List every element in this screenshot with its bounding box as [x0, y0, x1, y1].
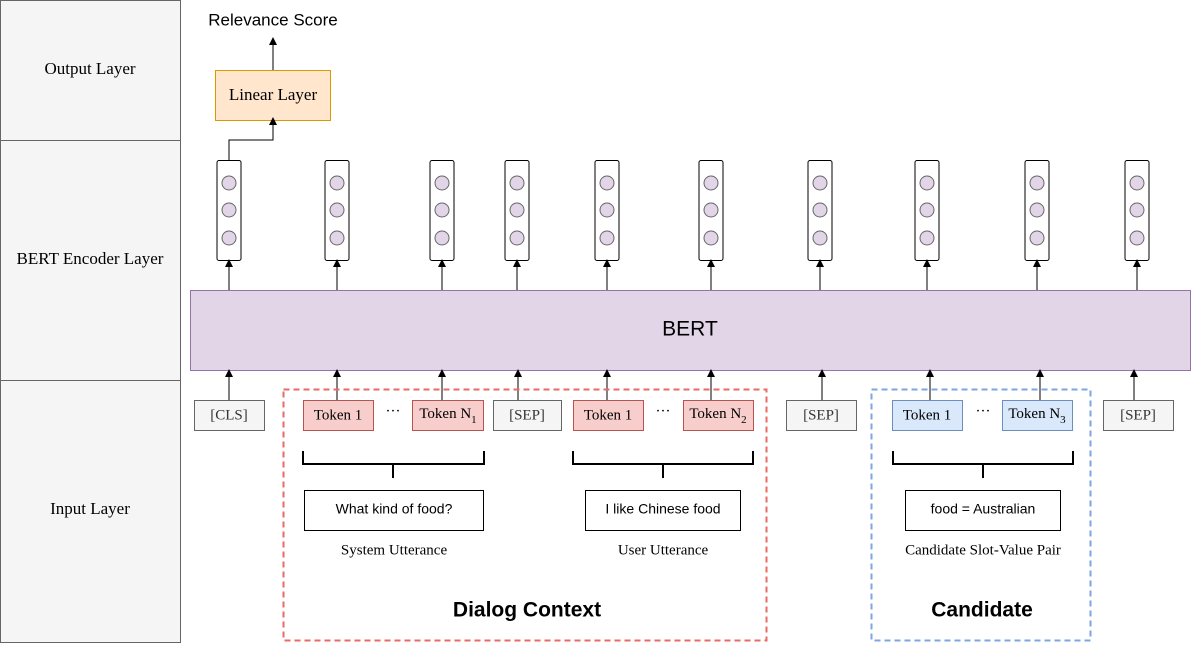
sep-token-1 — [493, 400, 562, 431]
vector-unit — [1029, 202, 1045, 218]
linear-layer-label: Linear Layer — [229, 85, 318, 104]
user-token-1 — [573, 400, 644, 431]
output-layer-label: Output Layer — [44, 59, 135, 78]
vector-unit — [1029, 175, 1045, 191]
embedding-vector — [594, 160, 620, 261]
vector-unit — [221, 175, 237, 191]
encoder-layer-label: BERT Encoder Layer — [17, 249, 164, 268]
vector-unit — [509, 202, 525, 218]
user-ellipsis: ··· — [656, 403, 671, 419]
input-arrows — [225, 369, 1138, 400]
sep-token-1-label: [SEP] — [509, 407, 545, 423]
vector-unit — [919, 175, 935, 191]
vector-unit — [1129, 202, 1145, 218]
candidate-token-1-label: Token 1 — [903, 407, 952, 423]
candidate-label: Candidate — [931, 599, 1033, 622]
vector-unit — [329, 230, 345, 246]
cls-to-linear-arrow — [228, 117, 277, 160]
vector-unit — [329, 175, 345, 191]
embedding-vectors — [216, 160, 1150, 290]
vector-unit — [509, 230, 525, 246]
vector-unit — [919, 202, 935, 218]
sep-token-2 — [786, 400, 857, 431]
cls-token-label: [CLS] — [210, 407, 248, 423]
bert-block — [190, 290, 1191, 371]
vector-unit — [599, 175, 615, 191]
vector-unit — [703, 230, 719, 246]
system-utterance-text: What kind of food? — [336, 501, 453, 517]
vector-unit — [1029, 230, 1045, 246]
candidate-group — [870, 388, 1092, 642]
candidate-pair-label: Candidate Slot-Value Pair — [905, 542, 1061, 558]
candidate-ellipsis: ··· — [976, 403, 991, 419]
embedding-vector — [914, 160, 940, 261]
system-token-n — [412, 400, 484, 431]
user-brace — [572, 451, 754, 478]
vector-unit — [509, 175, 525, 191]
vector-unit — [703, 175, 719, 191]
system-token-1 — [303, 400, 374, 431]
user-utterance-text: I like Chinese food — [605, 501, 720, 517]
candidate-pair-text: food = Australian — [931, 501, 1036, 517]
cls-token — [194, 400, 265, 431]
vector-unit — [812, 202, 828, 218]
user-utterance-label: User Utterance — [618, 542, 709, 558]
linear-layer-box — [215, 70, 331, 121]
vector-unit — [599, 202, 615, 218]
vector-unit — [599, 230, 615, 246]
candidate-token-n-label: Token N3 — [1008, 406, 1066, 425]
sep-token-3 — [1103, 400, 1174, 431]
dialog-context-label: Dialog Context — [453, 599, 601, 622]
embedding-vector — [698, 160, 724, 261]
input-layer-box — [0, 380, 181, 643]
vector-unit — [329, 202, 345, 218]
vector-unit — [812, 230, 828, 246]
user-utterance-box — [585, 490, 741, 531]
system-token-1-label: Token 1 — [314, 407, 363, 423]
candidate-pair-box — [905, 490, 1061, 531]
user-token-n-label: Token N2 — [689, 406, 746, 425]
embedding-vector — [504, 160, 530, 261]
braces — [302, 451, 1074, 478]
user-token-n — [683, 400, 754, 431]
vector-unit — [1129, 175, 1145, 191]
encoder-layer-box — [0, 140, 181, 381]
input-layer-label: Input Layer — [50, 499, 130, 518]
embedding-vector — [1024, 160, 1050, 261]
system-ellipsis: ··· — [386, 403, 401, 419]
vector-unit — [434, 230, 450, 246]
candidate-token-1 — [892, 400, 963, 431]
sep-token-3-label: [SEP] — [1120, 407, 1156, 423]
vector-unit — [919, 230, 935, 246]
bert-label: BERT — [662, 318, 718, 341]
embedding-vector — [429, 160, 455, 261]
embedding-vector — [807, 160, 833, 261]
vector-unit — [434, 202, 450, 218]
sep-token-2-label: [SEP] — [803, 407, 839, 423]
embedding-vector — [216, 160, 242, 261]
system-token-n-label: Token N1 — [419, 406, 476, 425]
vector-unit — [812, 175, 828, 191]
system-brace — [302, 451, 485, 478]
system-utterance-label: System Utterance — [341, 542, 448, 558]
embedding-vector — [324, 160, 350, 261]
vector-unit — [1129, 230, 1145, 246]
system-utterance-box — [304, 490, 484, 531]
vector-unit — [434, 175, 450, 191]
relevance-score-label: Relevance Score — [208, 10, 337, 29]
output-layer-box — [0, 0, 181, 141]
embedding-vector — [1124, 160, 1150, 261]
candidate-token-n — [1002, 400, 1073, 431]
layer-labels: Output Layer BERT Encoder Layer Input La… — [0, 0, 181, 643]
vector-unit — [221, 230, 237, 246]
candidate-brace — [892, 451, 1074, 478]
dialog-context-group — [282, 388, 768, 642]
user-token-1-label: Token 1 — [584, 407, 633, 423]
vector-unit — [221, 202, 237, 218]
vector-unit — [703, 202, 719, 218]
